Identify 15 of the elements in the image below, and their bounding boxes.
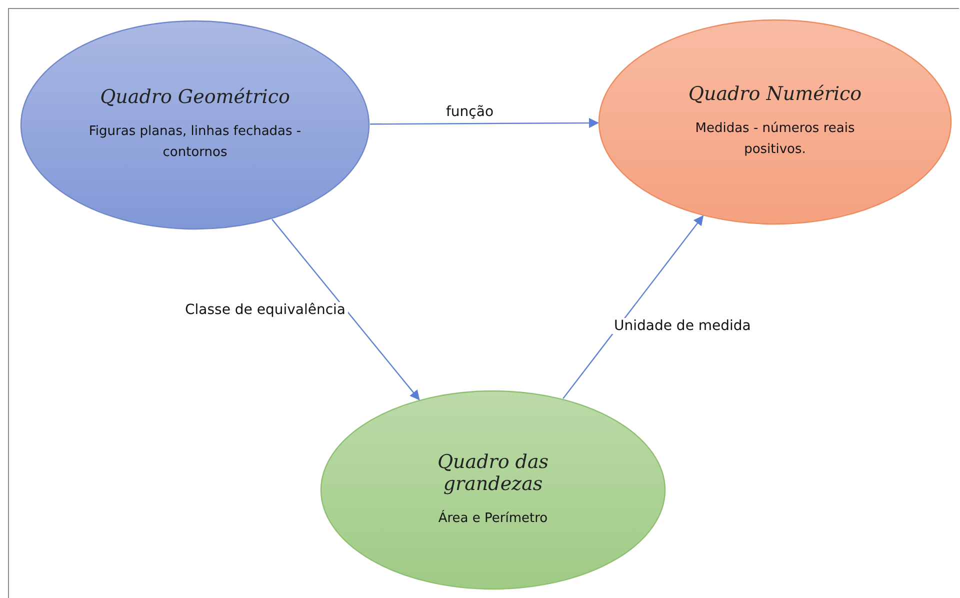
arrow bbox=[562, 215, 704, 399]
ellipse-node bbox=[320, 390, 666, 590]
node-title: Quadro das grandezas bbox=[436, 450, 550, 495]
node-title: Quadro Numérico bbox=[688, 83, 862, 106]
node-text: Medidas - números reais positivos. bbox=[694, 120, 856, 159]
node-title: Quadro Geométrico bbox=[100, 86, 290, 108]
edge-label: função bbox=[444, 104, 496, 120]
edge-label: Unidade de medida bbox=[612, 318, 753, 334]
node-text: Figuras planas, linhas fechadas - contornos bbox=[88, 123, 302, 162]
ellipse-node bbox=[598, 19, 952, 225]
node-text: Área e Perímetro bbox=[438, 509, 548, 528]
arrow bbox=[272, 218, 420, 400]
edge-label: Classe de equivalência bbox=[183, 302, 348, 318]
ellipse-node bbox=[20, 20, 370, 230]
arrow bbox=[370, 118, 599, 128]
